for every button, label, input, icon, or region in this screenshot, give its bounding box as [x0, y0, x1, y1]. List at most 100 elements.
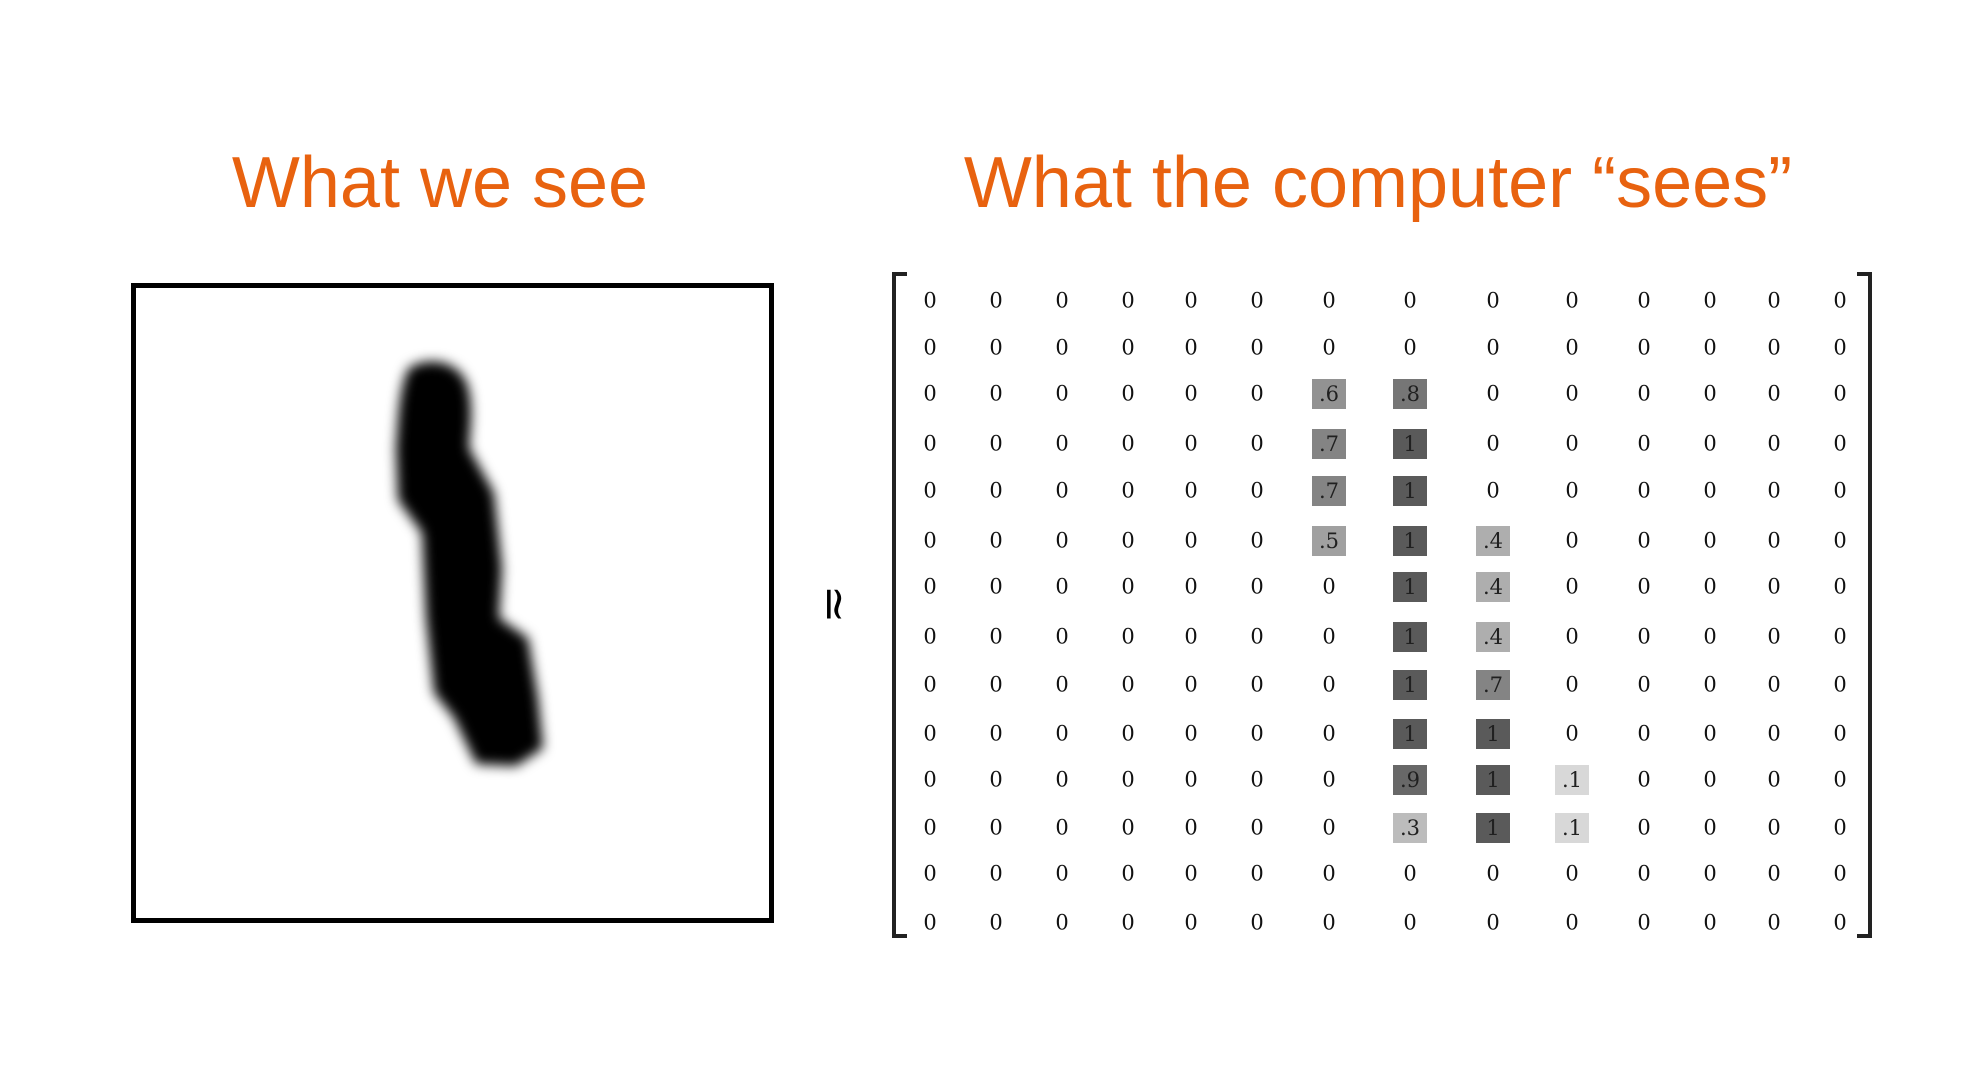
matrix-cell: 0	[1055, 431, 1069, 456]
matrix-cell: 0	[1121, 288, 1135, 313]
matrix-cell: 0	[1637, 624, 1651, 649]
matrix-cell: 0	[1703, 861, 1717, 886]
matrix-cell: 0	[1703, 478, 1717, 503]
matrix-cell: 0	[1250, 767, 1264, 792]
matrix-cell: 0	[989, 381, 1003, 406]
matrix-cell: 0	[1637, 574, 1651, 599]
matrix-cell: 0	[1767, 910, 1781, 935]
matrix-cell: 0	[1565, 721, 1579, 746]
matrix-cell: .4	[1476, 526, 1510, 556]
matrix-cell: 0	[1184, 288, 1198, 313]
matrix-cell: 0	[1833, 815, 1847, 840]
matrix-cell: 0	[923, 528, 937, 553]
matrix-cell: 0	[1637, 910, 1651, 935]
matrix-cell: 0	[1250, 624, 1264, 649]
matrix-cell: 0	[1055, 624, 1069, 649]
matrix-cell: 0	[1250, 861, 1264, 886]
handwritten-one-stroke	[396, 361, 543, 766]
matrix-cell: 0	[1565, 910, 1579, 935]
matrix-cell: 0	[1637, 861, 1651, 886]
matrix-cell: 0	[1322, 815, 1336, 840]
matrix-cell: 0	[989, 910, 1003, 935]
matrix-cell: 0	[1637, 431, 1651, 456]
matrix-cell: 0	[923, 767, 937, 792]
matrix-cell: 1	[1393, 670, 1427, 700]
matrix-cell: .4	[1476, 572, 1510, 602]
matrix-cell: 0	[1322, 672, 1336, 697]
matrix-cell: 0	[1184, 767, 1198, 792]
matrix-cell: 0	[1184, 861, 1198, 886]
matrix-left-bracket	[892, 272, 907, 938]
handwritten-digit-image	[131, 283, 774, 923]
matrix-cell: 0	[1833, 574, 1847, 599]
matrix-cell: .7	[1476, 670, 1510, 700]
matrix-cell: 0	[1767, 431, 1781, 456]
matrix-cell: 0	[1184, 815, 1198, 840]
matrix-cell: 0	[1767, 478, 1781, 503]
matrix-cell: 0	[1121, 767, 1135, 792]
matrix-cell: 0	[923, 288, 937, 313]
matrix-cell: 0	[989, 574, 1003, 599]
matrix-cell: 0	[1833, 861, 1847, 886]
matrix-cell: 0	[1322, 335, 1336, 360]
matrix-cell: 0	[1403, 335, 1417, 360]
matrix-cell: 0	[1121, 910, 1135, 935]
matrix-cell: 0	[1055, 478, 1069, 503]
matrix-cell: 0	[1055, 861, 1069, 886]
matrix-cell: 0	[1833, 528, 1847, 553]
matrix-cell: 0	[989, 288, 1003, 313]
matrix-cell: 0	[1250, 381, 1264, 406]
matrix-cell: 1	[1393, 719, 1427, 749]
matrix-cell: .1	[1555, 765, 1589, 795]
matrix-cell: 0	[1637, 288, 1651, 313]
matrix-cell: .9	[1393, 765, 1427, 795]
matrix-cell: 0	[1703, 767, 1717, 792]
matrix-cell: 0	[1184, 381, 1198, 406]
matrix-cell: 0	[1121, 672, 1135, 697]
matrix-cell: 0	[1403, 910, 1417, 935]
matrix-cell: 0	[1703, 624, 1717, 649]
matrix-cell: 0	[989, 721, 1003, 746]
matrix-cell: .3	[1393, 813, 1427, 843]
matrix-cell: 0	[1486, 861, 1500, 886]
matrix-cell: 0	[989, 861, 1003, 886]
matrix-cell: 0	[1121, 478, 1135, 503]
matrix-cell: 0	[1250, 431, 1264, 456]
matrix-cell: 1	[1476, 719, 1510, 749]
matrix-cell: 0	[1250, 288, 1264, 313]
matrix-cell: 0	[1637, 478, 1651, 503]
matrix-cell: 0	[1184, 721, 1198, 746]
matrix-cell: 0	[1250, 721, 1264, 746]
matrix-cell: 0	[923, 574, 937, 599]
matrix-cell: 0	[1703, 574, 1717, 599]
matrix-cell: 0	[1767, 721, 1781, 746]
matrix-cell: 1	[1393, 622, 1427, 652]
matrix-cell: 0	[1637, 672, 1651, 697]
matrix-cell: 0	[1703, 335, 1717, 360]
matrix-cell: 1	[1476, 765, 1510, 795]
matrix-cell: 0	[1565, 528, 1579, 553]
matrix-cell: 0	[1055, 381, 1069, 406]
matrix-cell: 0	[1767, 381, 1781, 406]
matrix-cell: 0	[1322, 861, 1336, 886]
matrix-cell: 0	[1121, 574, 1135, 599]
matrix-cell: 0	[1833, 624, 1847, 649]
matrix-cell: 0	[1322, 574, 1336, 599]
matrix-cell: 0	[1322, 721, 1336, 746]
matrix-cell: 0	[1121, 335, 1135, 360]
matrix-cell: 0	[1055, 910, 1069, 935]
matrix-cell: 0	[1184, 574, 1198, 599]
matrix-cell: 0	[1767, 624, 1781, 649]
matrix-cell: 0	[923, 910, 937, 935]
matrix-cell: 0	[1833, 910, 1847, 935]
what-computer-sees-heading: What the computer “sees”	[963, 143, 1793, 223]
matrix-cell: 0	[1767, 815, 1781, 840]
matrix-cell: 0	[1703, 288, 1717, 313]
matrix-cell: 0	[1322, 910, 1336, 935]
matrix-cell: 0	[989, 767, 1003, 792]
matrix-cell: 0	[1250, 574, 1264, 599]
matrix-cell: 0	[1486, 335, 1500, 360]
matrix-cell: 0	[1637, 381, 1651, 406]
matrix-cell: 0	[1486, 288, 1500, 313]
matrix-cell: 1	[1393, 526, 1427, 556]
